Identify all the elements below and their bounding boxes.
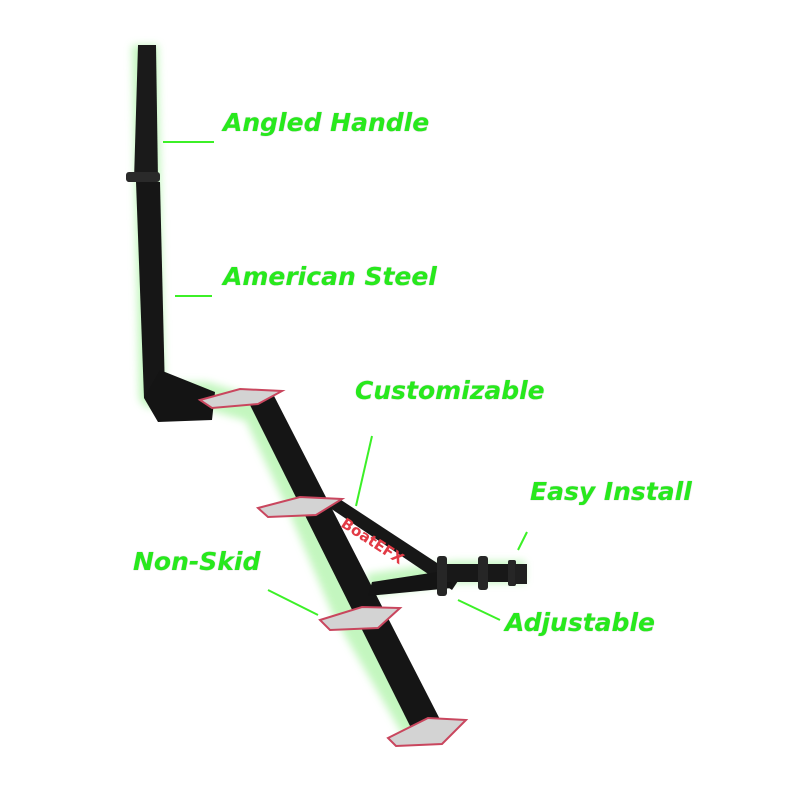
handle-tube bbox=[134, 45, 158, 180]
leader-customizable bbox=[355, 435, 373, 507]
mount-end bbox=[515, 564, 527, 584]
callout-easy-install: Easy Install bbox=[530, 477, 692, 506]
main-rail bbox=[245, 392, 448, 742]
callout-american-steel: American Steel bbox=[223, 262, 437, 291]
handle-collar bbox=[126, 172, 160, 182]
step-1 bbox=[197, 387, 286, 410]
mount-flange-2 bbox=[478, 556, 488, 590]
leader-non-skid bbox=[267, 589, 319, 616]
step-3 bbox=[318, 605, 403, 632]
callout-customizable: Customizable bbox=[355, 376, 545, 405]
mount-flange-3 bbox=[508, 560, 516, 586]
support-bar bbox=[330, 498, 460, 590]
leader-adjustable bbox=[457, 599, 501, 621]
leader-lines bbox=[163, 141, 528, 621]
side-brace bbox=[368, 570, 452, 596]
callout-adjustable: Adjustable bbox=[505, 608, 655, 637]
vertical-post bbox=[136, 182, 165, 398]
corner-brace bbox=[144, 370, 215, 422]
mount-flange-1 bbox=[437, 556, 447, 596]
step-4 bbox=[386, 716, 469, 748]
callout-angled-handle: Angled Handle bbox=[223, 108, 430, 137]
step-2 bbox=[255, 495, 346, 519]
callout-non-skid: Non-Skid bbox=[133, 547, 261, 576]
leader-easy-install bbox=[517, 531, 528, 551]
